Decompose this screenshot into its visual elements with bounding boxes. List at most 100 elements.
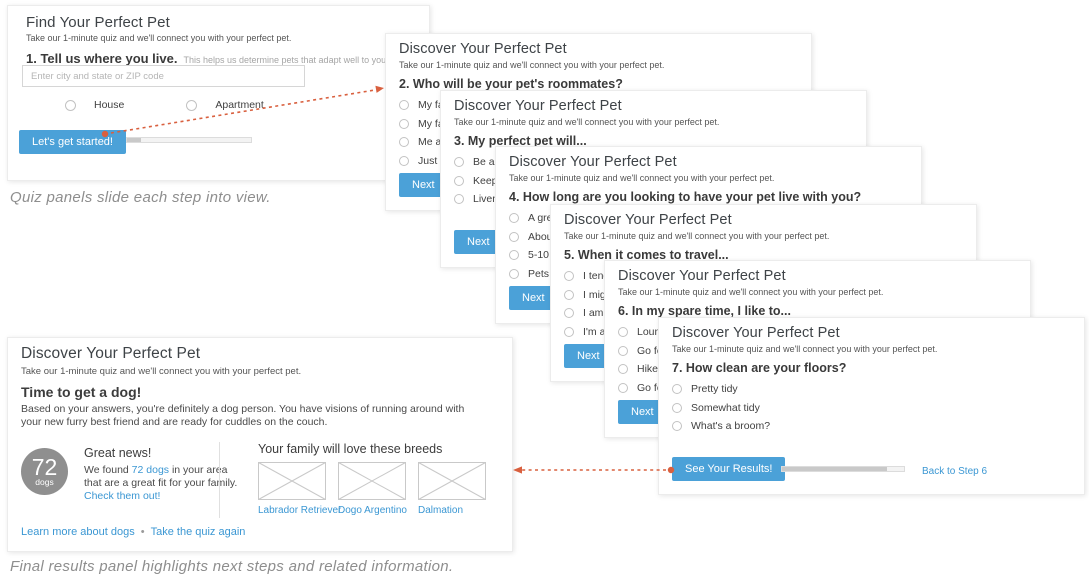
panel-subtitle: Take our 1-minute quiz and we'll connect… xyxy=(672,344,938,354)
panel-subtitle: Take our 1-minute quiz and we'll connect… xyxy=(454,117,720,127)
panel-subtitle: Take our 1-minute quiz and we'll connect… xyxy=(618,287,884,297)
result-body-line1: Based on your answers, you're definitely… xyxy=(21,403,465,415)
arrow-step7-to-results xyxy=(513,466,675,474)
back-to-step-link[interactable]: Back to Step 6 xyxy=(922,466,988,477)
breed-card: Dalmation xyxy=(418,462,486,516)
next-button[interactable]: Next xyxy=(399,173,448,197)
retake-quiz-link[interactable]: Take the quiz again xyxy=(150,526,246,538)
radio-icon[interactable] xyxy=(454,194,464,205)
breed-name-link[interactable]: Labrador Retriever xyxy=(258,505,342,516)
radio-icon[interactable] xyxy=(618,382,628,393)
quiz-option[interactable]: Pretty tidy xyxy=(672,380,770,399)
question-3: 3. My perfect pet will... xyxy=(454,134,587,148)
radio-icon[interactable] xyxy=(672,384,682,395)
see-results-button[interactable]: See Your Results! xyxy=(672,457,786,481)
panel-title: Discover Your Perfect Pet xyxy=(618,268,786,284)
question-1-text: 1. Tell us where you live. xyxy=(26,51,178,66)
result-body: Based on your answers, you're definitely… xyxy=(21,403,464,429)
link-separator: • xyxy=(140,526,145,538)
next-button[interactable]: Next xyxy=(454,230,503,254)
radio-apartment-label: Apartment xyxy=(215,99,264,111)
found-prefix: We found xyxy=(84,464,132,476)
get-started-button[interactable]: Let's get started! xyxy=(19,130,126,154)
question-4: 4. How long are you looking to have your… xyxy=(509,190,862,204)
check-them-out-link[interactable]: Check them out! xyxy=(84,490,161,502)
panel-title: Find Your Perfect Pet xyxy=(26,14,170,31)
radio-icon[interactable] xyxy=(618,364,628,375)
radio-icon[interactable] xyxy=(399,100,409,111)
result-body-line2: your new furry best friend and are ready… xyxy=(21,416,328,428)
breed-name-link[interactable]: Dogo Argentino xyxy=(338,505,407,516)
found-line2: that are a great fit for your family. xyxy=(84,477,238,489)
breed-card: Labrador Retriever xyxy=(258,462,342,516)
question-1-hint: This helps us determine pets that adapt … xyxy=(183,55,423,65)
panel-subtitle: Take our 1-minute quiz and we'll connect… xyxy=(509,173,775,183)
option-label: Somewhat tidy xyxy=(691,401,760,414)
radio-icon[interactable] xyxy=(509,213,519,224)
great-news-text: We found 72 dogs in your area that are a… xyxy=(84,464,237,503)
result-footer-links: Learn more about dogs • Take the quiz agai… xyxy=(21,526,245,538)
breeds-heading: Your family will love these breeds xyxy=(258,442,443,456)
option-label: Pretty tidy xyxy=(691,383,738,396)
progress-bar xyxy=(781,466,905,472)
radio-icon[interactable] xyxy=(672,421,682,432)
learn-more-link[interactable]: Learn more about dogs xyxy=(21,526,135,538)
radio-icon[interactable] xyxy=(564,289,574,300)
radio-icon[interactable] xyxy=(672,402,682,413)
panel-title: Discover Your Perfect Pet xyxy=(454,98,622,114)
dog-count-badge: 72 dogs xyxy=(21,448,68,495)
quiz-option[interactable]: Somewhat tidy xyxy=(672,399,770,418)
breeds-list: Labrador Retriever Dogo Argentino Dalmat… xyxy=(258,462,486,516)
breed-card: Dogo Argentino xyxy=(338,462,407,516)
found-dogs-link[interactable]: 72 dogs xyxy=(131,464,170,476)
question-5: 5. When it comes to travel... xyxy=(564,248,729,262)
section-divider xyxy=(219,442,220,518)
radio-icon[interactable] xyxy=(399,137,409,148)
progress-fill xyxy=(782,467,887,471)
radio-icon[interactable] xyxy=(509,231,519,242)
radio-icon[interactable] xyxy=(618,345,628,356)
panel-title: Discover Your Perfect Pet xyxy=(672,325,840,341)
radio-icon[interactable] xyxy=(399,155,409,166)
next-button[interactable]: Next xyxy=(509,286,558,310)
radio-house-label: House xyxy=(94,99,125,111)
radio-icon[interactable] xyxy=(399,118,409,129)
radio-icon[interactable] xyxy=(509,250,519,261)
radio-icon[interactable] xyxy=(454,175,464,186)
question-6: 6. In my spare time, I like to... xyxy=(618,304,791,318)
panel-subtitle: Take our 1-minute quiz and we'll connect… xyxy=(26,33,292,43)
result-headline: Time to get a dog! xyxy=(21,384,142,400)
panel-title: Discover Your Perfect Pet xyxy=(564,212,732,228)
caption-quiz-panels: Quiz panels slide each step into view. xyxy=(10,189,271,206)
great-news-heading: Great news! xyxy=(84,446,152,460)
progress-fill xyxy=(127,138,141,142)
panel-title: Discover Your Perfect Pet xyxy=(509,154,677,170)
found-suffix: in your area xyxy=(169,464,228,476)
radio-house[interactable] xyxy=(65,99,76,111)
question-2: 2. Who will be your pet's roommates? xyxy=(399,77,623,91)
radio-apartment[interactable] xyxy=(186,99,198,111)
breed-name-link[interactable]: Dalmation xyxy=(418,505,464,516)
panel-title: Discover Your Perfect Pet xyxy=(399,41,567,57)
panel-subtitle: Take our 1-minute quiz and we'll connect… xyxy=(564,231,830,241)
image-placeholder-icon xyxy=(258,462,326,500)
radio-icon[interactable] xyxy=(564,326,574,337)
image-placeholder-icon xyxy=(418,462,486,500)
panel-subtitle: Take our 1-minute quiz and we'll connect… xyxy=(21,366,302,377)
panel-title: Discover Your Perfect Pet xyxy=(21,345,201,362)
caption-final-results: Final results panel highlights next step… xyxy=(10,558,454,575)
option-label: What's a broom? xyxy=(691,420,771,433)
question-1: 1. Tell us where you live. This helps us … xyxy=(26,51,423,66)
radio-icon[interactable] xyxy=(454,157,464,168)
location-input[interactable] xyxy=(22,65,305,87)
radio-icon[interactable] xyxy=(509,268,519,279)
radio-icon[interactable] xyxy=(618,327,628,338)
question-7: 7. How clean are your floors? xyxy=(672,361,847,375)
radio-icon[interactable] xyxy=(564,271,574,282)
image-placeholder-icon xyxy=(338,462,406,500)
progress-bar xyxy=(126,137,252,143)
quiz-option[interactable]: What's a broom? xyxy=(672,417,770,436)
radio-icon[interactable] xyxy=(564,308,574,319)
